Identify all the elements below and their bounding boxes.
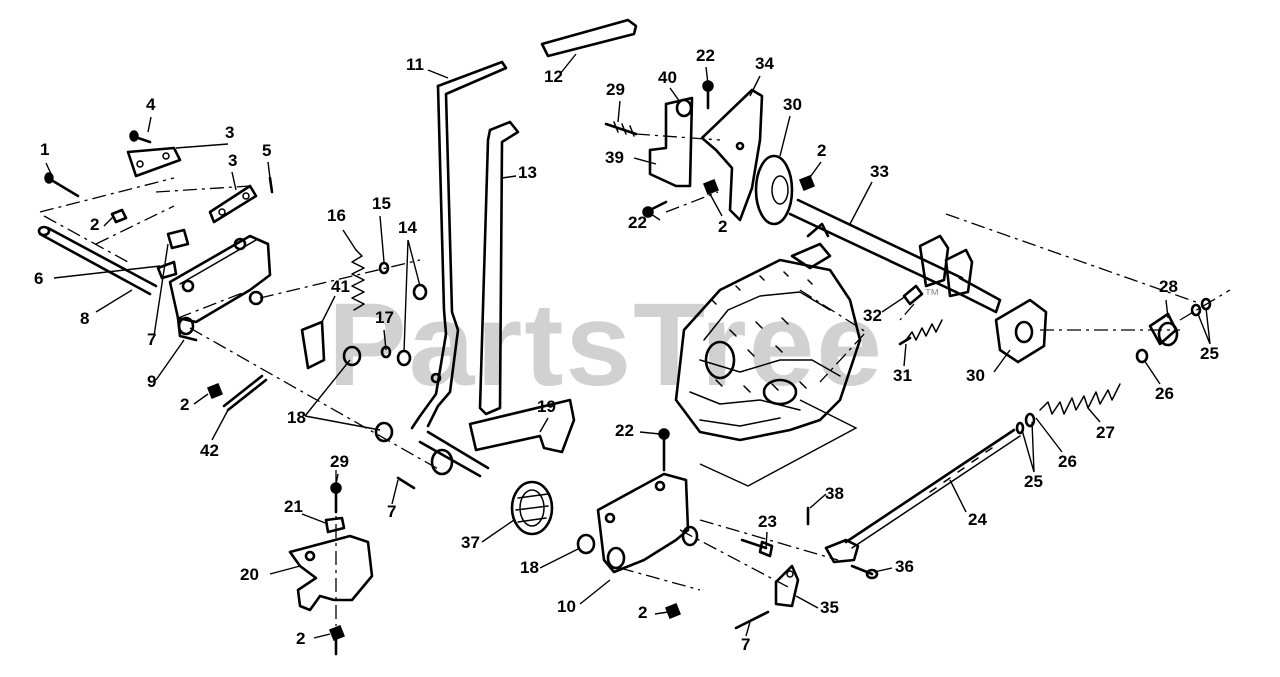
callout-6: 6 (34, 269, 43, 288)
callout-24: 24 (968, 510, 987, 529)
callout-36: 36 (895, 557, 914, 576)
callout-20: 20 (240, 565, 259, 584)
callout-29b: 29 (606, 80, 625, 99)
leader-lines (45, 53, 1211, 639)
callout-15: 15 (372, 194, 391, 213)
right-bracket-assembly (596, 428, 879, 630)
transmission-housing (674, 222, 868, 487)
callout-2d: 2 (638, 603, 647, 622)
callout-32: 32 (863, 306, 882, 325)
callout-22b: 22 (696, 46, 715, 65)
callout-5: 5 (262, 141, 271, 160)
shaft-assembly (604, 80, 1197, 364)
callout-3a: 3 (225, 123, 234, 142)
callout-26b: 26 (1155, 384, 1174, 403)
callout-34: 34 (755, 54, 774, 73)
callout-4: 4 (146, 95, 156, 114)
callout-12: 12 (544, 67, 563, 86)
callout-18a: 18 (287, 408, 306, 427)
center-lever-assembly (288, 18, 638, 656)
callout-30a: 30 (966, 366, 985, 385)
callout-25a: 25 (1024, 472, 1043, 491)
callout-22c: 22 (628, 213, 647, 232)
callout-41: 41 (331, 277, 350, 296)
callout-13: 13 (518, 163, 537, 182)
callout-10: 10 (557, 597, 576, 616)
watermark-mark: ™ (924, 287, 940, 304)
callout-40: 40 (658, 68, 677, 87)
cable-assembly (844, 289, 1231, 549)
callout-21: 21 (284, 497, 303, 516)
callout-3b: 3 (228, 151, 237, 170)
callout-2c: 2 (296, 629, 305, 648)
watermark-text: PartsTree (328, 279, 884, 411)
callout-35: 35 (820, 598, 839, 617)
callout-28: 28 (1159, 277, 1178, 296)
callout-27: 27 (1096, 423, 1115, 442)
callout-42: 42 (200, 441, 219, 460)
callout-31: 31 (893, 366, 912, 385)
callout-38: 38 (825, 484, 844, 503)
callout-19: 19 (537, 397, 556, 416)
callout-18b: 18 (520, 558, 539, 577)
callout-7a: 7 (147, 330, 156, 349)
callout-33: 33 (870, 162, 889, 181)
callout-2b: 2 (180, 395, 189, 414)
left-bracket-assembly (37, 130, 441, 471)
callout-37: 37 (461, 533, 480, 552)
callout-30b: 30 (783, 95, 802, 114)
callout-7c: 7 (741, 635, 750, 654)
callout-39: 39 (605, 148, 624, 167)
callout-1: 1 (40, 140, 49, 159)
watermark: PartsTree ™ (328, 279, 940, 411)
callout-17: 17 (375, 308, 394, 327)
callout-7b: 7 (387, 502, 396, 521)
callout-16: 16 (327, 206, 346, 225)
callout-2f: 2 (718, 217, 727, 236)
callout-11: 11 (406, 55, 424, 74)
callout-22a: 22 (615, 421, 634, 440)
callout-8: 8 (80, 309, 89, 328)
callout-23: 23 (758, 512, 777, 531)
callout-2e: 2 (817, 141, 826, 160)
callout-2a: 2 (90, 215, 99, 234)
callout-25b: 25 (1200, 344, 1219, 363)
callout-29a: 29 (330, 452, 349, 471)
callout-14: 14 (398, 218, 417, 237)
callout-9: 9 (147, 372, 156, 391)
callout-26a: 26 (1058, 452, 1077, 471)
